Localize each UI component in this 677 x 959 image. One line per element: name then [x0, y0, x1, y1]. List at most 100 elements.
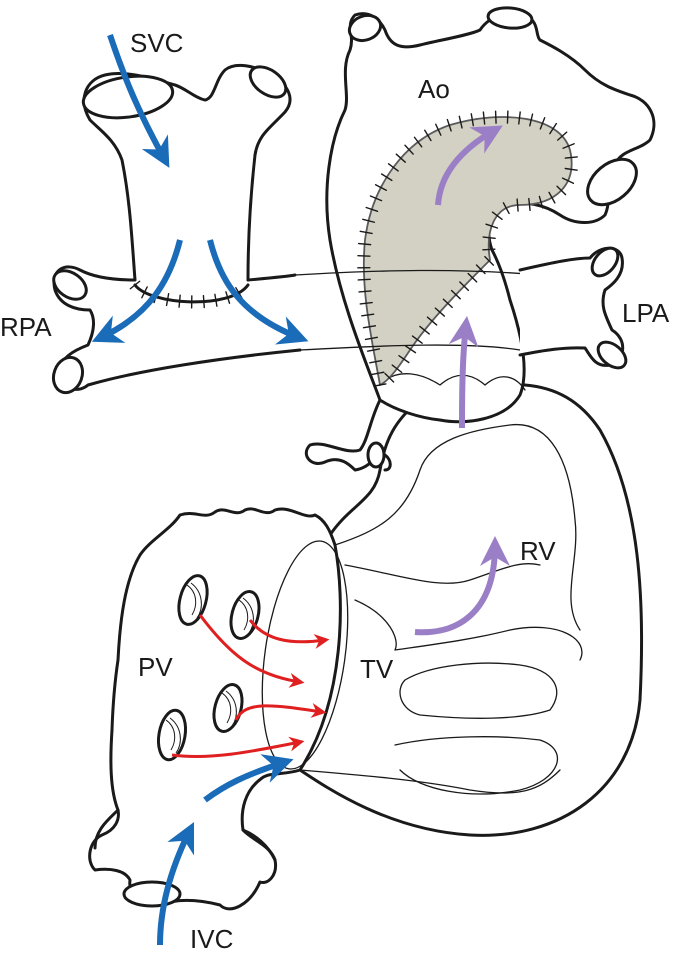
pv-flow-1-arrow — [198, 614, 305, 688]
patch-suture-5 — [362, 325, 377, 329]
patch-suture-16 — [369, 195, 383, 202]
ivc-branch-right — [241, 828, 277, 862]
patch-suture-12 — [357, 242, 372, 246]
label-svc: SVC — [130, 28, 183, 58]
patch-suture-18 — [380, 173, 393, 182]
anastomosis-suture-7 — [214, 293, 218, 307]
rv-trabecula-3 — [399, 662, 558, 719]
rv-inner-wall — [334, 423, 581, 631]
ivc-opening — [122, 880, 182, 908]
rv-trabecula-5 — [299, 769, 561, 794]
patch-suture-56 — [434, 307, 446, 317]
patch-suture-26 — [458, 115, 463, 129]
small-branch-rim — [366, 441, 386, 469]
anastomosis-suture-4 — [178, 294, 181, 308]
anastomosis-suture-0 — [129, 280, 141, 290]
superior-vena-cava — [82, 63, 292, 282]
patch-suture-58 — [419, 325, 430, 335]
left-pulmonary-artery — [518, 246, 625, 367]
ao-branch-1 — [347, 13, 383, 43]
label-lpa: LPA — [622, 298, 670, 328]
patch-suture-62 — [391, 364, 403, 374]
ivc-inflow-arrow — [157, 821, 195, 946]
patch-suture-33 — [539, 117, 546, 130]
pv-flow-4-arrow — [171, 736, 305, 758]
rv-to-ao-arrow — [448, 316, 479, 429]
patch-suture-57 — [426, 316, 438, 326]
patch-suture-3 — [366, 348, 381, 352]
ao-branch-2 — [486, 6, 534, 30]
patch-suture-60 — [404, 345, 417, 354]
patch-suture-8 — [358, 290, 372, 293]
patch-suture-31 — [518, 111, 521, 125]
patch-suture-37 — [564, 156, 578, 159]
lpa-opening-upper — [590, 246, 620, 278]
patch-suture-53 — [459, 281, 470, 292]
patch-suture-17 — [374, 184, 387, 191]
patch-suture-36 — [562, 143, 575, 149]
patch-suture-6 — [361, 313, 375, 317]
patch-suture-27 — [470, 113, 474, 127]
right-pulmonary-artery — [52, 265, 302, 391]
patch-suture-34 — [549, 122, 558, 135]
patch-suture-50 — [484, 255, 495, 266]
label-tv: TV — [360, 654, 394, 684]
patch-suture-14 — [362, 218, 376, 223]
patch-suture-4 — [364, 336, 379, 341]
patch-suture-19 — [387, 163, 399, 172]
rv-trabecula-2 — [354, 599, 583, 661]
label-pv: PV — [138, 652, 173, 682]
patch-suture-23 — [424, 129, 432, 142]
patch-suture-63 — [384, 372, 395, 383]
svc-branch-opening — [248, 65, 288, 99]
rpa-opening-lower — [51, 355, 85, 395]
patch-suture-2 — [369, 359, 383, 364]
lpa-opening-lower — [596, 340, 628, 370]
patch-suture-55 — [442, 298, 453, 309]
patch-suture-49 — [482, 248, 496, 251]
patch-suture-48 — [482, 236, 496, 239]
patch-sutures — [357, 110, 578, 387]
patch-suture-39 — [561, 177, 575, 184]
patch-suture-45 — [502, 202, 510, 215]
patch-suture-21 — [404, 144, 414, 155]
patch-suture-22 — [413, 136, 423, 148]
pv-flow-2-arrow — [248, 619, 330, 649]
patch-suture-38 — [564, 167, 578, 171]
patch-suture-54 — [450, 289, 461, 300]
anastomosis-suture-6 — [202, 294, 205, 309]
svc-inflow-arrow — [107, 34, 170, 168]
pa-confluence-lower — [299, 344, 521, 351]
patch-suture-32 — [529, 113, 534, 127]
pulmonary-vein-openings — [156, 574, 261, 762]
ivc-to-tv-arrow — [203, 754, 294, 803]
patch-suture-13 — [359, 230, 373, 235]
ao-outflow-arrow — [435, 125, 503, 206]
patch-suture-7 — [359, 301, 373, 305]
svc-to-rpa-right-arrow — [207, 239, 309, 345]
patch-suture-24 — [435, 123, 442, 136]
rv-trabecula-4 — [394, 736, 558, 795]
pv-flow-3-arrow — [234, 703, 327, 721]
patch-suture-40 — [556, 185, 567, 196]
rv-trabecula-1 — [344, 563, 541, 584]
patch-suture-43 — [528, 197, 531, 212]
patch-suture-41 — [548, 191, 556, 204]
patch-suture-59 — [411, 335, 423, 344]
svc-rpa-anastomosis — [133, 283, 250, 304]
ao-branch-3 — [586, 157, 638, 207]
label-ao: Ao — [418, 74, 450, 104]
patch-suture-15 — [365, 206, 379, 212]
rpa-opening-upper — [52, 269, 88, 301]
anastomosis-suture-1 — [141, 286, 148, 299]
patch-suture-28 — [482, 111, 486, 125]
patch-suture-46 — [491, 211, 503, 220]
label-rv: RV — [520, 536, 556, 566]
patch-suture-52 — [467, 272, 478, 283]
rv-inflow-arrow — [414, 536, 510, 636]
patch-suture-25 — [446, 118, 452, 132]
patch-suture-61 — [398, 355, 410, 364]
reconstruction-patch — [362, 116, 573, 387]
ivc-branch-left — [93, 808, 120, 850]
